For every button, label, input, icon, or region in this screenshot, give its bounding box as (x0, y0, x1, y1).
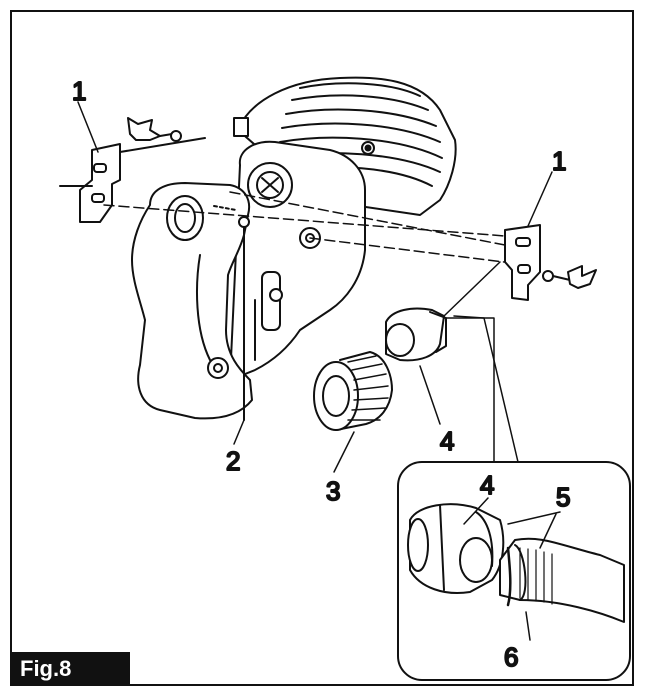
callout-1-right: 1 (552, 146, 566, 176)
left-wing-nut (127, 117, 182, 142)
motor-housing (233, 76, 457, 216)
callout-2: 2 (226, 446, 240, 476)
callout-1-left: 1 (72, 76, 86, 106)
figure-label: Fig.8 (10, 652, 130, 686)
part-3-knurled-knob (313, 351, 393, 431)
callout-4: 4 (440, 426, 454, 456)
figure-frame (10, 10, 634, 686)
part-4-bushing (385, 307, 447, 362)
right-plate-1 (504, 224, 541, 301)
callout-leaders (77, 101, 553, 525)
callout-4-inset: 4 (480, 470, 494, 500)
leader-lines (443, 261, 519, 463)
callout-3: 3 (326, 476, 340, 506)
detail-inset (397, 461, 631, 681)
left-plate-1 (59, 137, 206, 223)
callout-5: 5 (556, 482, 570, 512)
callout-6: 6 (504, 642, 518, 672)
right-wing-nut (542, 265, 597, 289)
hook-bracket (131, 182, 253, 420)
part-2-screw (238, 216, 283, 421)
alignment-axes (103, 191, 511, 263)
frame-casting (229, 140, 366, 381)
